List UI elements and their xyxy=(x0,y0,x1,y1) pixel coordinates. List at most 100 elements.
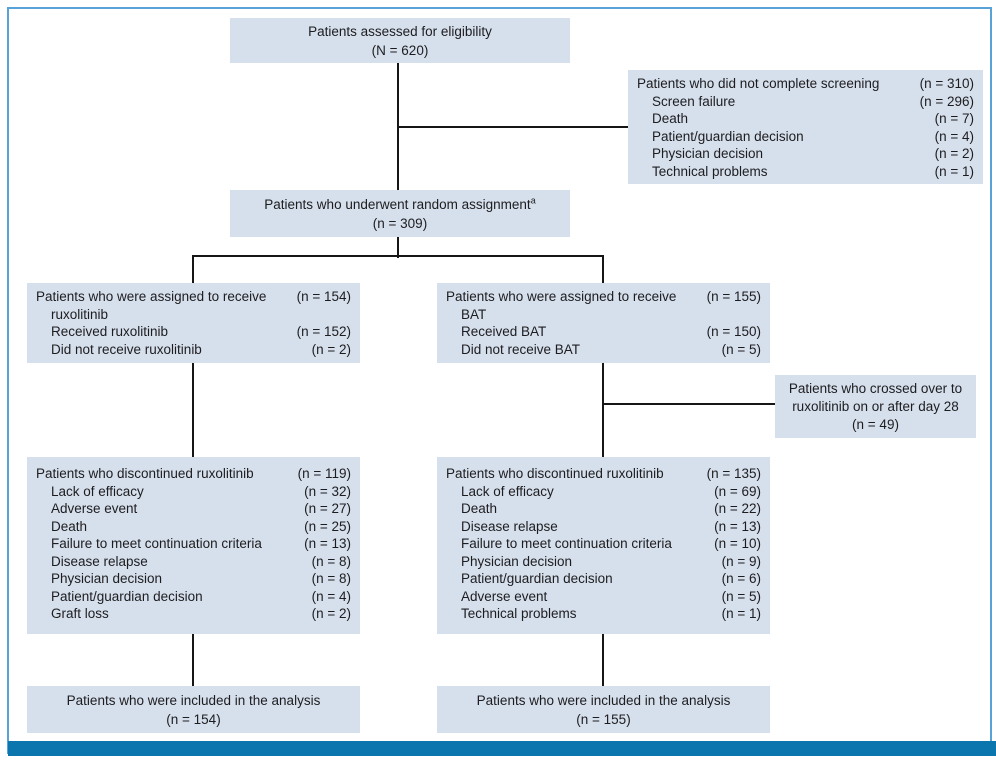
analysis-rux-text: Patients who were included in the analys… xyxy=(66,692,321,708)
assign-rux-header-value: (n = 154) xyxy=(296,289,351,304)
assign-bat-item-row: Received BAT (n = 150) xyxy=(446,323,761,341)
disc-rux-item-row: Physician decision (n = 8) xyxy=(36,570,351,588)
footnote-marker: a xyxy=(530,195,536,205)
disc-rux-item-row: Adverse event (n = 27) xyxy=(36,500,351,518)
screening-item-row: Patient/guardian decision (n = 4) xyxy=(637,128,974,146)
disc-bat-item-value: (n = 13) xyxy=(714,518,761,534)
disc-bat-item-label: Physician decision xyxy=(461,553,573,569)
screening-item-label: Death xyxy=(652,111,689,126)
disc-rux-item-label: Graft loss xyxy=(51,606,109,621)
disc-bat-header-row: Patients who discontinued ruxolitinib (n… xyxy=(446,465,761,483)
disc-bat-item-row: Patient/guardian decision (n = 6) xyxy=(446,570,761,588)
disc-rux-item-label: Disease relapse xyxy=(51,553,148,569)
analysis-bat-n: (n = 155) xyxy=(576,711,631,727)
disc-rux-header-value: (n = 119) xyxy=(297,466,351,481)
disc-rux-header-row: Patients who discontinued ruxolitinib (n… xyxy=(36,465,351,483)
assign-bat-header-row: Patients who were assigned to receive (n… xyxy=(446,288,761,306)
screening-item-row: Physician decision (n = 2) xyxy=(637,145,974,163)
analysis-ruxolitinib-box: Patients who were included in the analys… xyxy=(27,686,360,733)
screening-item-value: (n = 1) xyxy=(934,163,974,179)
disc-bat-item-row: Disease relapse (n = 13) xyxy=(446,518,761,536)
assign-bat-continuation: BAT xyxy=(461,306,487,322)
screening-item-row: Technical problems (n = 1) xyxy=(637,163,974,181)
disc-rux-item-label: Adverse event xyxy=(51,501,138,516)
screening-header-label: Patients who did not complete screening xyxy=(637,76,880,91)
assign-bat-header-value: (n = 155) xyxy=(706,289,761,304)
analysis-rux-n: (n = 154) xyxy=(166,711,221,727)
disc-rux-header-label: Patients who discontinued ruxolitinib xyxy=(36,466,254,481)
eligibility-n: (N = 620) xyxy=(371,42,429,58)
disc-rux-item-value: (n = 4) xyxy=(311,588,351,604)
disc-rux-item-value: (n = 32) xyxy=(304,483,351,499)
disc-bat-header-label: Patients who discontinued ruxolitinib xyxy=(446,466,664,481)
disc-bat-item-label: Failure to meet continuation criteria xyxy=(461,536,672,551)
discontinued-ruxolitinib-box: Patients who discontinued ruxolitinib (n… xyxy=(27,457,360,634)
connector-randomized-down xyxy=(397,230,399,258)
assign-rux-continuation-row: ruxolitinib xyxy=(36,306,351,324)
connector-right-arm-down xyxy=(602,255,604,290)
disc-bat-header-value: (n = 135) xyxy=(706,466,761,481)
disc-bat-item-row: Death (n = 22) xyxy=(446,500,761,518)
assign-bat-item-label: Did not receive BAT xyxy=(461,341,581,357)
randomized-text: Patients who underwent random assignment… xyxy=(264,195,535,214)
disc-rux-item-value: (n = 2) xyxy=(311,606,351,621)
disc-rux-item-value: (n = 25) xyxy=(304,518,351,534)
disc-bat-item-row: Physician decision (n = 9) xyxy=(446,553,761,571)
analysis-bat-box: Patients who were included in the analys… xyxy=(437,686,770,733)
disc-rux-item-label: Death xyxy=(51,518,88,534)
disc-bat-item-value: (n = 22) xyxy=(714,501,761,516)
disc-bat-item-value: (n = 69) xyxy=(714,483,761,499)
eligibility-box: Patients assessed for eligibility (N = 6… xyxy=(230,18,570,63)
eligibility-text: Patients assessed for eligibility xyxy=(308,23,492,39)
disc-bat-item-value: (n = 10) xyxy=(714,536,761,551)
connector-to-screening-box xyxy=(397,126,640,128)
screening-item-row: Screen failure (n = 296) xyxy=(637,93,974,111)
connector-split-horizontal xyxy=(192,255,604,257)
connector-left-arm-down xyxy=(192,255,194,290)
disc-bat-item-value: (n = 6) xyxy=(721,571,761,586)
crossover-box: Patients who crossed over to ruxolitinib… xyxy=(775,375,976,438)
screening-header-row: Patients who did not complete screening … xyxy=(637,75,974,93)
disc-bat-item-row: Failure to meet continuation criteria (n… xyxy=(446,535,761,553)
connector-rux-to-discontinued xyxy=(192,355,194,465)
disc-rux-item-label: Lack of efficacy xyxy=(51,483,144,499)
assign-rux-item-value: (n = 2) xyxy=(311,341,351,357)
disc-rux-item-row: Failure to meet continuation criteria (n… xyxy=(36,535,351,553)
disc-rux-item-value: (n = 8) xyxy=(311,571,351,586)
connector-rux-to-analysis xyxy=(192,625,194,692)
crossover-line2: ruxolitinib on or after day 28 xyxy=(792,398,959,414)
analysis-bat-text: Patients who were included in the analys… xyxy=(476,692,731,708)
disc-rux-item-value: (n = 27) xyxy=(304,501,351,516)
assign-bat-item-value: (n = 5) xyxy=(721,341,761,357)
assign-rux-item-row: Did not receive ruxolitinib (n = 2) xyxy=(36,341,351,359)
assign-rux-item-row: Received ruxolitinib (n = 152) xyxy=(36,323,351,341)
screening-exclusions-box: Patients who did not complete screening … xyxy=(628,70,983,184)
assign-rux-item-label: Received ruxolitinib xyxy=(51,324,169,339)
randomized-n: (n = 309) xyxy=(372,215,428,231)
discontinued-bat-arm-box: Patients who discontinued ruxolitinib (n… xyxy=(437,457,770,634)
randomized-label: Patients who underwent random assignment xyxy=(264,196,531,212)
figure-footer-bar xyxy=(8,741,996,756)
screening-item-row: Death (n = 7) xyxy=(637,110,974,128)
connector-eligibility-to-randomized xyxy=(397,55,399,195)
screening-item-value: (n = 296) xyxy=(919,93,974,109)
assign-bat-continuation-row: BAT xyxy=(446,306,761,324)
disc-bat-item-value: (n = 5) xyxy=(721,588,761,604)
assign-bat-item-row: Did not receive BAT (n = 5) xyxy=(446,341,761,359)
assign-bat-item-label: Received BAT xyxy=(461,324,547,339)
screening-item-label: Physician decision xyxy=(652,146,764,161)
disc-rux-item-value: (n = 8) xyxy=(311,553,351,569)
crossover-n: (n = 49) xyxy=(852,416,899,432)
connector-to-crossover-box xyxy=(602,403,785,405)
crossover-line1: Patients who crossed over to xyxy=(788,380,963,396)
randomized-box: Patients who underwent random assignment… xyxy=(230,190,570,237)
screening-item-value: (n = 7) xyxy=(934,111,974,126)
disc-bat-item-label: Lack of efficacy xyxy=(461,483,554,499)
assign-bat-header-label: Patients who were assigned to receive xyxy=(446,289,677,304)
disc-rux-item-label: Patient/guardian decision xyxy=(51,588,203,604)
disc-bat-item-label: Patient/guardian decision xyxy=(461,571,613,586)
assign-rux-header-label: Patients who were assigned to receive xyxy=(36,289,267,304)
disc-rux-item-row: Disease relapse (n = 8) xyxy=(36,553,351,571)
assigned-bat-box: Patients who were assigned to receive (n… xyxy=(437,283,770,363)
